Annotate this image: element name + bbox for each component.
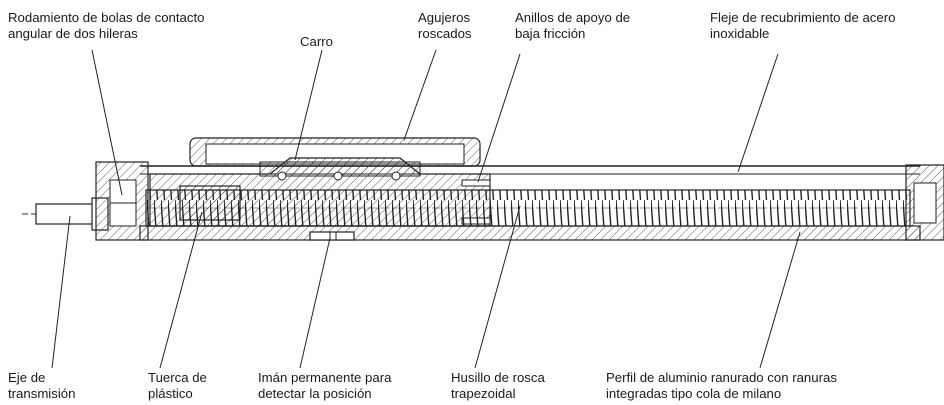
profile-leader xyxy=(759,231,801,369)
bearing-leader xyxy=(91,49,123,196)
cover-strip-label: Fleje de recubrimiento de acero inoxidab… xyxy=(710,10,896,41)
support-rings-label: Anillos de apoyo de baja fricción xyxy=(515,10,631,41)
left-end-housing xyxy=(95,161,149,241)
magnet-leader xyxy=(299,237,331,369)
leader-lines xyxy=(51,49,801,369)
drive-shaft xyxy=(22,197,109,231)
cover-strip-leader xyxy=(737,53,779,173)
threaded-holes-label: Agujeros roscados xyxy=(418,10,472,41)
spindle-leader xyxy=(474,205,521,369)
carriage-label: Carro xyxy=(300,34,333,49)
plastic-nut-label: Tuerca de plástico xyxy=(148,370,207,401)
bearing-label: Rodamiento de bolas de contacto angular … xyxy=(8,10,205,41)
permanent-magnet xyxy=(309,231,355,241)
carriage-leader xyxy=(294,49,323,161)
threaded-holes-leader xyxy=(403,49,437,141)
drive-shaft-label: Eje de transmisión xyxy=(8,370,76,401)
trapezoidal-spindle xyxy=(145,189,911,227)
support-rings-leader xyxy=(477,53,521,183)
magnet-label: Imán permanente para detectar la posició… xyxy=(258,370,392,401)
drive-shaft-leader xyxy=(51,215,71,369)
profile-label: Perfil de aluminio ranurado con ranuras … xyxy=(606,370,837,401)
plastic-nut-leader xyxy=(159,211,203,369)
spindle-label: Husillo de rosca trapezoidal xyxy=(451,370,545,401)
